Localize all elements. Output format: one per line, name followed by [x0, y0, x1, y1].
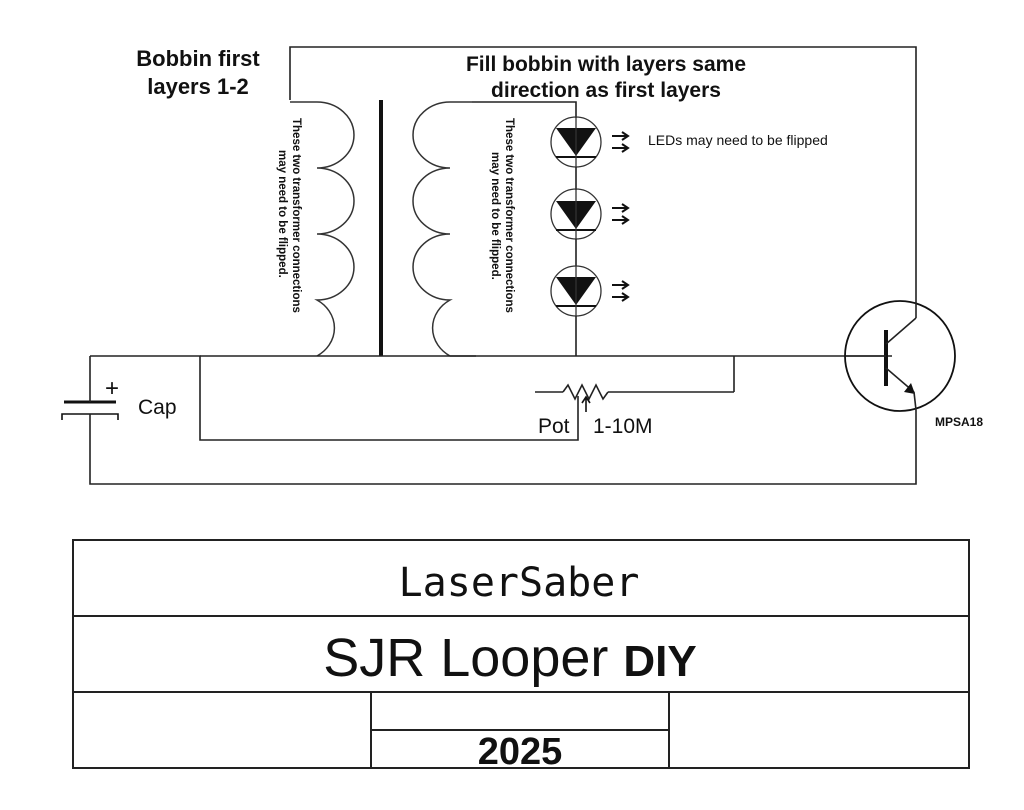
led-2	[550, 188, 602, 240]
led-1	[550, 116, 602, 168]
primary-coil-label-line1: Bobbin first	[136, 46, 260, 71]
secondary-coil-note-line1: These two transformer connections	[503, 118, 515, 313]
capacitor-plus-sign: +	[105, 375, 119, 402]
secondary-coil-label-line1: Fill bobbin with layers same	[466, 53, 746, 76]
project-title: SJR Looper DIY	[323, 628, 697, 688]
wire-bottom	[89, 410, 917, 485]
secondary-coil	[412, 101, 476, 357]
led-3-light-arrows-icon	[612, 280, 630, 302]
primary-coil-label-line2: layers 1-2	[147, 74, 249, 99]
transistor-npn	[844, 232, 956, 412]
led-2-light-arrows-icon	[612, 203, 630, 225]
led-1-light-arrows-icon	[612, 131, 630, 153]
project-title-main: SJR Looper	[323, 628, 608, 688]
secondary-coil-note-line2: may need to be flipped.	[489, 152, 501, 280]
project-title-suffix: DIY	[623, 637, 696, 686]
secondary-coil-label-line2: direction as first layers	[491, 79, 721, 102]
pot-value-label: 1-10M	[593, 415, 653, 438]
primary-coil-note-line2: may need to be flipped.	[276, 150, 288, 278]
capacitor-label: Cap	[138, 396, 177, 419]
brand-title: LaserSaber	[399, 560, 640, 606]
primary-coil	[290, 101, 355, 357]
year-label: 2025	[478, 731, 563, 773]
transistor-label: MPSA18	[935, 415, 983, 429]
led-note: LEDs may need to be flipped	[648, 132, 828, 148]
capacitor	[61, 380, 119, 424]
wire-bus	[90, 355, 579, 441]
pot-label: Pot	[538, 415, 570, 438]
potentiometer	[535, 356, 735, 412]
title-block	[72, 539, 970, 769]
primary-coil-note-line1: These two transformer connections	[290, 118, 302, 313]
led-3	[550, 265, 602, 317]
wire-top	[289, 46, 917, 232]
